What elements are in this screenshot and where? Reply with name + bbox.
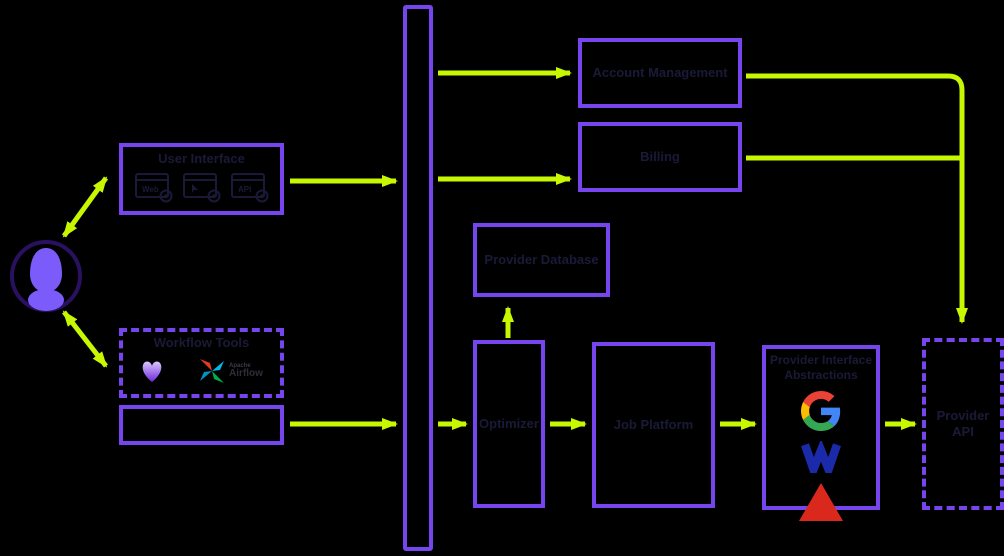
- gateway-box: [403, 5, 433, 551]
- user-icon: [10, 240, 82, 312]
- account-management-title: Account Management: [592, 64, 728, 80]
- provider-database-title: Provider Database: [484, 251, 599, 267]
- web-window-icon: Web: [134, 173, 172, 203]
- arrow-account-management-to-provider-api: [746, 73, 968, 324]
- user-interface-icons: Web API: [134, 171, 270, 203]
- optimizer-title: Optimizer: [479, 415, 539, 431]
- workflow-tools-box: Workflow Tools Apache Airflow: [119, 328, 284, 398]
- optimizer-box: Optimizer: [473, 340, 545, 508]
- job-platform-title: Job Platform: [613, 416, 694, 432]
- provider-interface-abstractions-title: Provider Interface Abstractions: [769, 353, 873, 382]
- provider-api-title: Provider API: [936, 407, 990, 439]
- workflow-tools-title: Workflow Tools: [153, 335, 250, 350]
- provider-logos: [799, 391, 843, 521]
- provider-interface-abstractions-box: Provider Interface Abstractions: [762, 345, 880, 521]
- apache-airflow-logo: Apache Airflow: [198, 357, 263, 385]
- svg-text:API: API: [238, 185, 251, 194]
- user-interface-box: User Interface Web API: [119, 143, 284, 215]
- airflow-wordmark: Apache Airflow: [229, 363, 263, 380]
- workflow-tools-logos: Apache Airflow: [123, 357, 280, 385]
- heart-logo-icon: [142, 361, 162, 383]
- user-interface-title: User Interface: [158, 151, 245, 166]
- google-logo-icon: [801, 391, 841, 431]
- arrow-user-to-user-interface: [61, 176, 109, 238]
- billing-box: Billing: [578, 122, 742, 192]
- api-window-icon: API: [230, 173, 268, 203]
- w-logo-icon: [800, 441, 842, 473]
- red-triangle-logo-icon: [799, 483, 843, 521]
- account-management-box: Account Management: [578, 38, 742, 108]
- provider-api-box: Provider API: [922, 338, 1004, 510]
- job-platform-box: Job Platform: [592, 342, 715, 508]
- provider-database-box: Provider Database: [473, 223, 610, 297]
- billing-title: Billing: [640, 148, 680, 164]
- cursor-window-icon: [182, 173, 220, 203]
- airflow-pinwheel-icon: [200, 359, 225, 384]
- arrow-user-to-workflow-tools: [62, 310, 108, 368]
- workflow-bar-box: [119, 405, 284, 445]
- svg-text:Web: Web: [142, 185, 159, 194]
